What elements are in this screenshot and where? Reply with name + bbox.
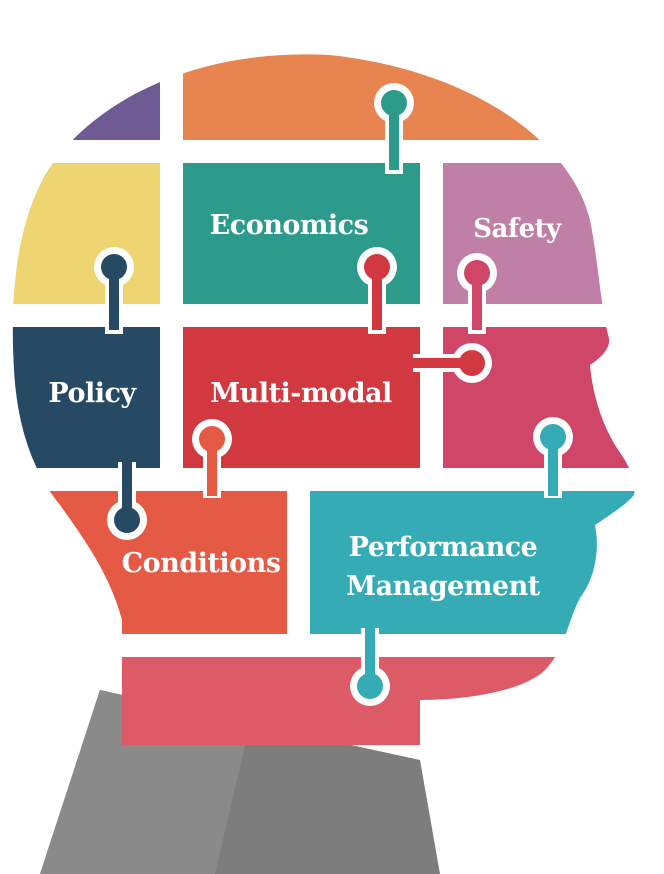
connector-multimodal-raspberry [413,343,492,383]
label-conditions: Conditions [122,548,281,579]
connector-raspberry-performance [533,417,573,498]
label-safety: Safety [473,214,562,244]
tile-policy [12,327,160,468]
label-policy: Policy [48,378,137,409]
connector-policy-conditions [107,462,147,540]
puzzle-connectors [94,83,573,706]
label-multimodal: Multi-modal [210,378,392,409]
label-performance-line1: Performance [349,532,538,563]
connector-orange-economics [374,83,414,174]
tile-purple [12,54,160,140]
connector-multimodal-conditions [192,419,232,498]
label-economics: Economics [210,210,369,241]
connector-safety-raspberry [457,253,497,334]
connector-yellow-policy [94,247,134,334]
tile-yellow [12,163,160,304]
connector-economics-multimodal [357,247,397,334]
connector-performance-neck [350,628,390,706]
tile-orange [183,54,635,140]
label-performance-line2: Management [346,571,540,602]
